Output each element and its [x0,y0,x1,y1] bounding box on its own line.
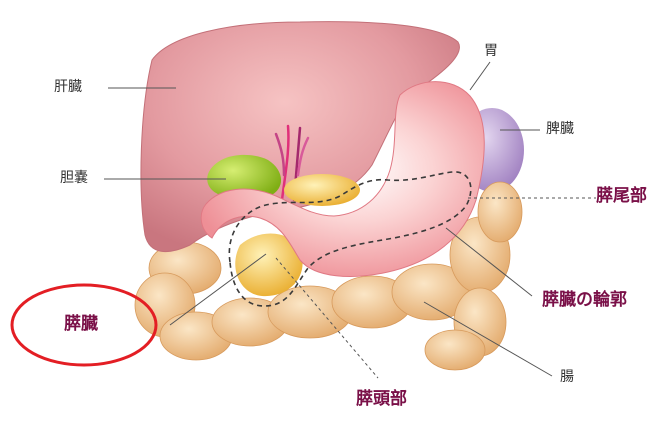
label-pancreas: 膵臓 [64,316,98,333]
label-pancreas-head: 膵頭部 [356,391,407,408]
label-liver: 肝臓 [54,80,82,94]
label-stomach: 胃 [484,44,498,58]
label-gallbladder: 胆嚢 [60,171,88,185]
label-pancreas-outline: 膵臓の輪郭 [542,292,627,309]
label-pancreas-tail: 膵尾部 [596,188,647,205]
label-intestine: 腸 [560,370,574,384]
label-spleen: 脾臓 [546,122,574,136]
